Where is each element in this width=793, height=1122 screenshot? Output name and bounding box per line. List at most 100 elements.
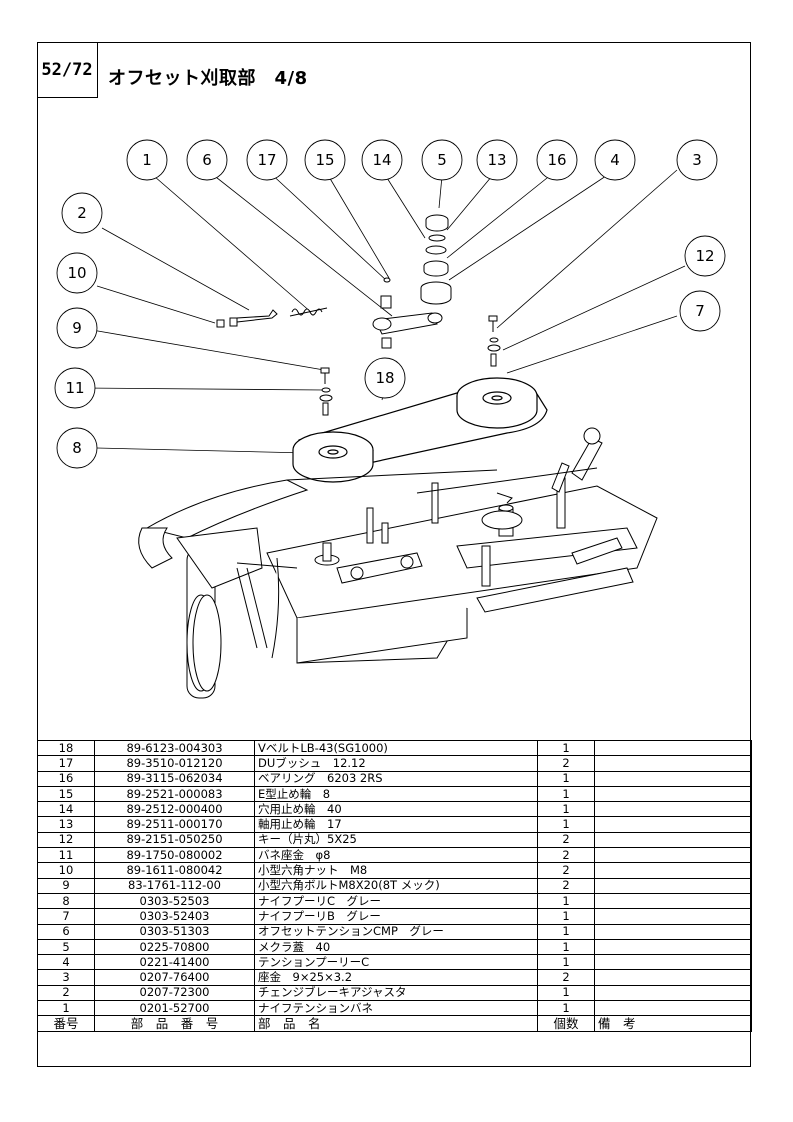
part-name: テンションプーリーC [254,954,538,971]
part-name: メクラ蓋 40 [254,938,538,956]
part-row-no: 1 [37,1000,95,1017]
part-remarks [594,847,752,864]
part-remarks [594,954,752,971]
part-number: 0221-41400 [94,954,255,971]
part-qty: 2 [537,877,595,894]
leader-lines [81,169,686,454]
part-name: ベアリング 6203 2RS [254,770,538,787]
part-row-no: 11 [37,847,95,864]
part-number: 89-2521-000083 [94,785,255,803]
part-remarks [594,877,752,894]
page-number: 52/72 [37,42,98,98]
svg-text:10: 10 [67,264,86,282]
part-number: 89-6123-004303 [94,739,255,757]
part-qty: 1 [537,816,595,833]
callout-2: 2 [61,192,103,234]
part-remarks [594,785,752,803]
part-qty: 1 [537,938,595,956]
callout-8: 8 [56,427,98,469]
callout-bubbles: 1 6 17 15 14 5 13 16 4 3 2 10 9 11 8 18 … [54,139,726,469]
part-row-no: 15 [37,785,95,803]
part-name: バネ座金 φ8 [254,847,538,864]
part-name: ナイフテンションバネ [254,1000,538,1017]
part-remarks [594,969,752,986]
part-qty: 1 [537,785,595,803]
part-row-no: 5 [37,938,95,956]
svg-text:12: 12 [695,247,714,265]
part-name: チェンジブレーキアジャスタ [254,984,538,1002]
callout-1: 1 [126,139,168,181]
part-remarks [594,816,752,833]
svg-text:11: 11 [65,379,84,397]
part-name: ナイフプーリB グレー [254,908,538,925]
header-no: 番号 [37,1015,95,1033]
part-qty: 2 [537,831,595,849]
callout-9: 9 [56,307,98,349]
part-row-no: 2 [37,984,95,1002]
callout-7: 7 [679,290,721,332]
part-number: 89-1750-080002 [94,847,255,864]
part-number: 89-3115-062034 [94,770,255,787]
callout-11: 11 [54,367,96,409]
part-name: E型止め輪 8 [254,785,538,803]
part-remarks [594,862,752,879]
part-qty: 1 [537,923,595,940]
svg-text:8: 8 [72,439,82,457]
part-name: 小型六角ボルトM8X20(8T メック) [254,877,538,894]
svg-text:4: 4 [610,151,620,169]
part-number: 89-2512-000400 [94,801,255,818]
part-row-no: 13 [37,816,95,833]
part-name: ナイフプーリC グレー [254,892,538,910]
part-number: 0207-76400 [94,969,255,986]
part-row-no: 12 [37,831,95,849]
svg-text:9: 9 [72,319,82,337]
part-row-no: 4 [37,954,95,971]
part-number: 0303-51303 [94,923,255,940]
header-remarks: 備 考 [594,1015,752,1033]
part-row-no: 18 [37,739,95,757]
part-number: 0207-72300 [94,984,255,1002]
part-number: 0201-52700 [94,1000,255,1017]
part-remarks [594,755,752,772]
part-qty: 1 [537,770,595,787]
part-qty: 2 [537,862,595,879]
exploded-parts-diagram: 1 6 17 15 14 5 13 16 4 3 2 10 9 11 8 18 … [54,139,726,699]
part-name: キー（片丸）5X25 [254,831,538,849]
part-remarks [594,984,752,1002]
svg-text:7: 7 [695,302,705,320]
part-qty: 1 [537,739,595,757]
part-qty: 1 [537,892,595,910]
header-part-number: 部 品 番 号 [94,1015,255,1033]
part-remarks [594,801,752,818]
part-row-no: 3 [37,969,95,986]
part-number: 83-1761-112-00 [94,877,255,894]
part-row-no: 7 [37,908,95,925]
svg-text:6: 6 [202,151,212,169]
page-frame [37,42,751,1067]
part-number: 89-3510-012120 [94,755,255,772]
callout-17: 17 [246,139,288,181]
part-remarks [594,770,752,787]
part-remarks [594,923,752,940]
callout-5: 5 [421,139,463,181]
table-header-row: 番号 部 品 番 号 部 品 名 個数 備 考 [37,1015,752,1033]
header-part-name: 部 品 名 [254,1015,538,1033]
callout-10: 10 [56,252,98,294]
svg-text:3: 3 [692,151,702,169]
part-row-no: 10 [37,862,95,879]
part-number: 0303-52403 [94,908,255,925]
svg-text:18: 18 [375,369,394,387]
part-name: VベルトLB-43(SG1000) [254,739,538,757]
part-remarks [594,1000,752,1017]
